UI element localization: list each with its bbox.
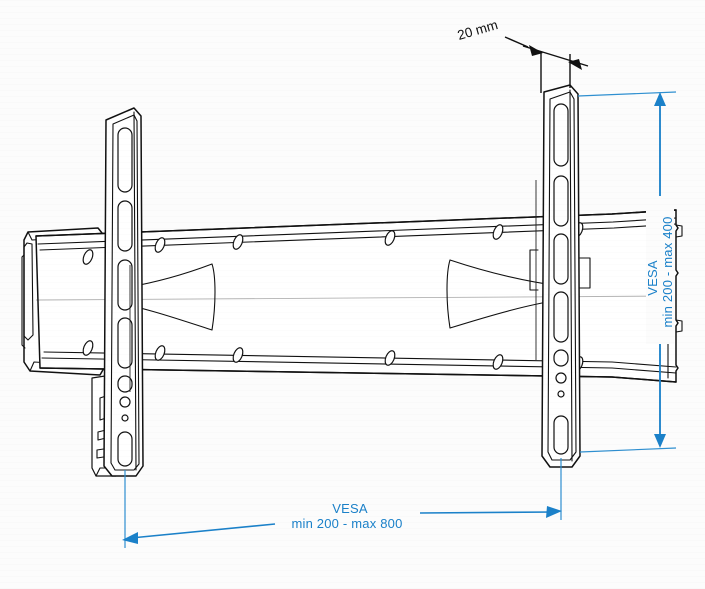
vesa-horizontal-line2: min 200 - max 800 (291, 516, 402, 531)
bracket-slot (553, 103, 569, 455)
vesa-horizontal-dimension: VESA min 200 - max 800 (122, 458, 562, 548)
vesa-vertical-dimension: VESA min 200 - max 400 (577, 91, 677, 453)
vesa-vertical-line2: min 200 - max 400 (660, 216, 675, 327)
left-bracket (103, 107, 144, 477)
bracket-slot (117, 127, 133, 467)
vesa-horizontal-line1: VESA (332, 501, 368, 516)
mounting-hole (82, 222, 584, 265)
depth-callout-label: 20 mm (456, 17, 500, 43)
depth-callout: 20 mm (456, 17, 589, 93)
vesa-vertical-line1: VESA (645, 260, 660, 296)
right-bracket (529, 84, 591, 468)
